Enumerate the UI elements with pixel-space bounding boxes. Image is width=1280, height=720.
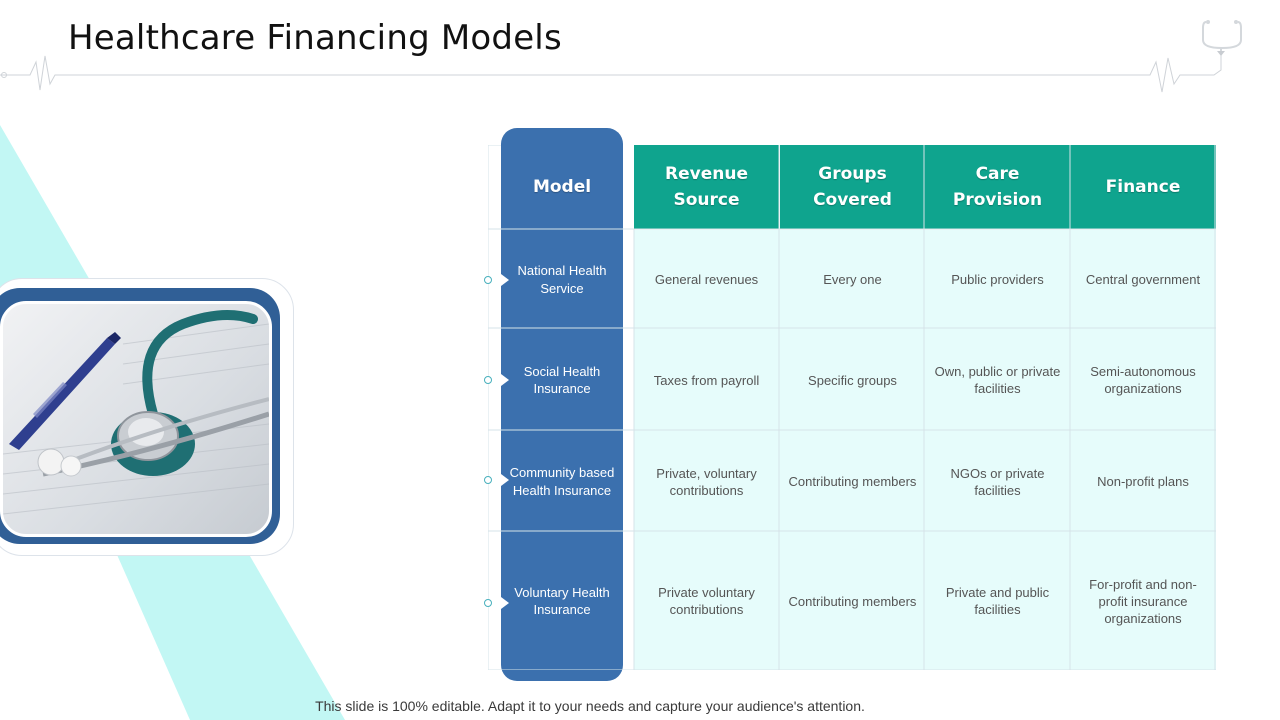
model-national-health-service: National Health Service bbox=[517, 263, 607, 296]
header-finance: Finance bbox=[1070, 145, 1216, 229]
heartbeat-line bbox=[0, 50, 1222, 93]
header-revenue-source: Revenue Source bbox=[634, 145, 779, 229]
stethoscope-photo bbox=[0, 301, 272, 537]
row-marker-arrow bbox=[501, 374, 509, 386]
footer-note: This slide is 100% editable. Adapt it to… bbox=[0, 698, 1280, 714]
table-cell: General revenues bbox=[654, 272, 759, 287]
model-social-health-insurance: Social Health Insurance bbox=[523, 363, 601, 397]
table-cell: Every one bbox=[823, 272, 882, 287]
row-marker-arrow bbox=[501, 474, 509, 486]
model-voluntary-health-insurance: Voluntary Health Insurance bbox=[514, 584, 610, 618]
table-cell: Private and public facilities bbox=[945, 585, 1050, 617]
table-cell: NGOs or private facilities bbox=[950, 465, 1045, 498]
table-body-background bbox=[634, 230, 1216, 670]
row-marker-dot bbox=[484, 276, 492, 284]
header-care-provision: Care Provision bbox=[925, 145, 1070, 229]
row-marker-arrow bbox=[501, 597, 509, 609]
header-groups-covered: Groups Covered bbox=[780, 145, 925, 229]
financing-models-table: Model Revenue Source Groups Covered Care… bbox=[484, 128, 1216, 682]
table-cell: Public providers bbox=[951, 272, 1044, 287]
table-grid-lines bbox=[488, 145, 1216, 670]
footer-text: This slide is 100% editable. Adapt it to… bbox=[315, 698, 865, 714]
model-community-based-health-insurance: Community based Health Insurance bbox=[509, 465, 615, 498]
table-cell: Non-profit plans bbox=[1097, 474, 1189, 489]
table-cell: Private, voluntary contributions bbox=[656, 465, 757, 498]
row-marker-arrow bbox=[501, 274, 509, 286]
model-column-background bbox=[501, 128, 623, 681]
table-cell: Contributing members bbox=[788, 474, 917, 489]
table-cell: Own, public or private facilities bbox=[934, 364, 1061, 396]
table-cell: Contributing members bbox=[788, 593, 917, 609]
stethoscope-icon bbox=[1202, 20, 1242, 56]
row-marker-dot bbox=[484, 599, 492, 607]
header-model: Model bbox=[532, 177, 592, 197]
row-marker-dot bbox=[484, 376, 492, 384]
table-cell: Central government bbox=[1085, 272, 1201, 287]
page-title: Healthcare Financing Models bbox=[68, 18, 562, 58]
row-marker-dot bbox=[484, 476, 492, 484]
table-cell: Taxes from payroll bbox=[653, 372, 760, 388]
table-cell: For-profit and non-profit insurance orga… bbox=[1089, 576, 1197, 626]
table-cell: Specific groups bbox=[808, 372, 897, 388]
table-cell: Semi-autonomous organizations bbox=[1090, 364, 1196, 396]
table-cell: Private voluntary contributions bbox=[658, 585, 755, 617]
